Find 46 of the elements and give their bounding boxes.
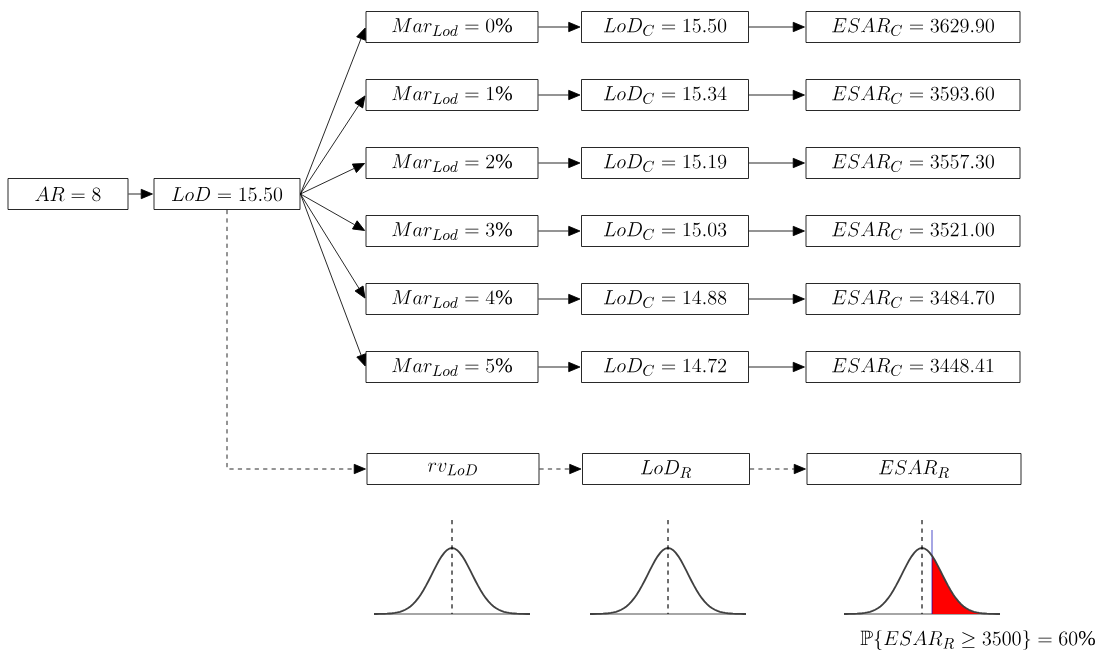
arrow bbox=[538, 361, 581, 373]
arrow bbox=[300, 95, 366, 195]
arrow bbox=[538, 293, 581, 305]
arrow bbox=[300, 27, 366, 195]
arrow bbox=[538, 225, 581, 237]
arrow bbox=[538, 21, 581, 33]
probability-formula: $\mathbb{P}\{ESAR_R \geq 3500\} = 60\%$ bbox=[860, 629, 1095, 651]
formula-box: $rv_{LoD}$ bbox=[366, 453, 540, 485]
arrow bbox=[300, 163, 365, 195]
formula-box: $ESAR_C = 3521.00$ bbox=[805, 215, 1021, 247]
formula-box: $LoD_C = 15.34$ bbox=[581, 79, 749, 111]
formula-box: $ESAR_C = 3448.41$ bbox=[805, 351, 1021, 383]
arrow bbox=[538, 157, 581, 169]
arrow bbox=[748, 293, 805, 305]
formula-box: $LoD_R$ bbox=[582, 453, 750, 485]
arrow bbox=[128, 188, 153, 200]
arrow bbox=[226, 209, 366, 475]
formula-box: $LoD = 15.50$ bbox=[153, 178, 301, 210]
arrow bbox=[748, 225, 805, 237]
formula-box: $LoD_C = 14.72$ bbox=[581, 351, 749, 383]
formula-box: $ESAR_C = 3629.90$ bbox=[805, 11, 1021, 43]
formula-box: $Mar_{Lod} = 1\%$ bbox=[365, 79, 539, 111]
formula-box: $Mar_{Lod} = 4\%$ bbox=[365, 283, 539, 315]
arrow bbox=[300, 193, 367, 367]
formula-box: $LoD_C = 15.19$ bbox=[581, 147, 749, 179]
arrow bbox=[748, 89, 805, 101]
formula-box: $LoD_C = 14.88$ bbox=[581, 283, 749, 315]
formula-box: $LoD_C = 15.50$ bbox=[581, 11, 749, 43]
arrow bbox=[748, 361, 805, 373]
formula-box: $Mar_{Lod} = 3\%$ bbox=[365, 215, 539, 247]
formula-box: $Mar_{Lod} = 5\%$ bbox=[365, 351, 539, 383]
arrow bbox=[748, 21, 805, 33]
arrow bbox=[539, 463, 582, 475]
formula-box: $ESAR_R$ bbox=[806, 453, 1022, 485]
formula-box: $ESAR_C = 3593.60$ bbox=[805, 79, 1021, 111]
arrow bbox=[300, 193, 366, 299]
formula-box: $LoD_C = 15.03$ bbox=[581, 215, 749, 247]
formula-box: $ESAR_C = 3557.30$ bbox=[805, 147, 1021, 179]
formula-box: $ESAR_C = 3484.70$ bbox=[805, 283, 1021, 315]
arrow bbox=[749, 463, 806, 475]
formula-box: $Mar_{Lod} = 0\%$ bbox=[365, 11, 539, 43]
formula-box: $AR = 8$ bbox=[7, 178, 129, 210]
arrow bbox=[538, 89, 581, 101]
arrow bbox=[300, 193, 366, 231]
arrow bbox=[748, 157, 805, 169]
formula-box: $Mar_{Lod} = 2\%$ bbox=[365, 147, 539, 179]
